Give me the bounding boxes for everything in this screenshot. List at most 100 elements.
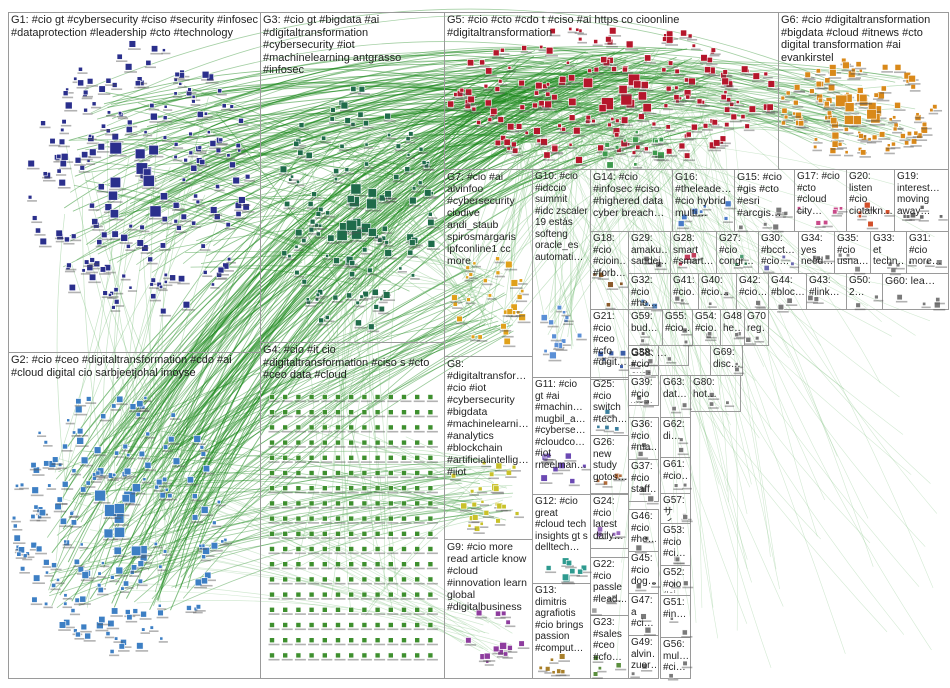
node bbox=[681, 629, 688, 636]
node-label bbox=[679, 302, 689, 305]
node-label bbox=[520, 51, 532, 54]
node-label bbox=[228, 109, 239, 111]
edge bbox=[501, 65, 577, 334]
node bbox=[775, 207, 782, 214]
edge bbox=[642, 88, 719, 639]
node bbox=[54, 502, 62, 511]
node bbox=[282, 576, 289, 583]
nodes bbox=[11, 27, 948, 681]
node-label bbox=[294, 476, 306, 479]
node bbox=[565, 452, 572, 460]
node-label bbox=[744, 73, 755, 76]
node bbox=[371, 288, 379, 296]
node bbox=[540, 474, 548, 482]
node-label bbox=[725, 88, 738, 90]
node bbox=[651, 303, 658, 310]
node bbox=[824, 77, 831, 84]
node-label bbox=[538, 49, 548, 52]
node-label bbox=[69, 613, 81, 616]
node-label bbox=[157, 569, 168, 572]
node-label bbox=[405, 157, 416, 159]
node-label bbox=[110, 409, 122, 411]
node-label bbox=[83, 577, 96, 579]
node bbox=[33, 574, 41, 582]
node bbox=[44, 601, 49, 606]
edge bbox=[568, 118, 773, 203]
node-label bbox=[321, 643, 333, 646]
node bbox=[141, 244, 149, 252]
node-label bbox=[55, 240, 69, 243]
node-label bbox=[775, 216, 786, 218]
node bbox=[335, 622, 341, 628]
edge bbox=[463, 84, 552, 315]
node bbox=[178, 275, 186, 283]
node-label bbox=[613, 479, 625, 482]
node-label bbox=[467, 528, 477, 530]
edge bbox=[123, 180, 156, 534]
node bbox=[269, 530, 275, 537]
edge bbox=[547, 91, 702, 336]
node-label bbox=[548, 34, 561, 37]
node bbox=[162, 135, 168, 140]
group-box-g13 bbox=[532, 583, 591, 679]
node-label bbox=[503, 345, 516, 348]
node bbox=[755, 336, 760, 341]
node bbox=[587, 68, 592, 73]
node-label bbox=[383, 198, 397, 200]
node bbox=[641, 442, 647, 448]
node-label bbox=[43, 445, 53, 447]
node-label bbox=[563, 320, 574, 323]
node bbox=[150, 277, 156, 283]
node bbox=[591, 118, 596, 124]
node-label bbox=[57, 503, 68, 505]
node bbox=[30, 541, 37, 549]
node-label bbox=[822, 225, 833, 228]
edge bbox=[151, 173, 400, 444]
node bbox=[518, 278, 523, 283]
node-label bbox=[326, 242, 340, 245]
node-label bbox=[334, 446, 346, 448]
edge bbox=[662, 139, 840, 285]
edge bbox=[670, 114, 729, 227]
node bbox=[410, 273, 415, 278]
node-label bbox=[524, 135, 534, 138]
node-label bbox=[106, 627, 120, 630]
node bbox=[702, 123, 709, 129]
edge bbox=[189, 48, 646, 171]
node-label bbox=[195, 610, 206, 612]
edge bbox=[133, 330, 514, 603]
edge bbox=[341, 187, 379, 448]
node-label bbox=[631, 143, 644, 146]
node-label bbox=[413, 491, 425, 494]
node-label bbox=[662, 108, 673, 111]
node bbox=[573, 127, 581, 135]
node bbox=[502, 329, 509, 336]
node-label bbox=[308, 537, 320, 539]
node bbox=[368, 228, 377, 237]
node bbox=[487, 293, 492, 298]
node bbox=[84, 632, 91, 640]
node-label bbox=[682, 487, 692, 490]
node-label bbox=[321, 582, 333, 585]
node-label bbox=[478, 65, 490, 68]
group-box-g36 bbox=[628, 417, 659, 460]
edge bbox=[192, 326, 502, 460]
edge bbox=[717, 84, 903, 129]
node-label bbox=[683, 261, 696, 263]
node bbox=[921, 121, 928, 128]
node bbox=[361, 652, 368, 659]
node-label bbox=[426, 430, 438, 433]
node bbox=[361, 576, 368, 583]
node-label bbox=[224, 227, 236, 230]
node bbox=[110, 575, 115, 580]
node bbox=[427, 240, 436, 248]
node bbox=[181, 177, 186, 182]
node bbox=[131, 564, 138, 571]
node bbox=[348, 606, 355, 613]
node-label bbox=[138, 230, 150, 233]
node-label bbox=[618, 286, 629, 289]
node-label bbox=[674, 104, 685, 106]
node-label bbox=[387, 643, 399, 646]
node-label bbox=[384, 197, 397, 200]
node-label bbox=[281, 537, 293, 539]
